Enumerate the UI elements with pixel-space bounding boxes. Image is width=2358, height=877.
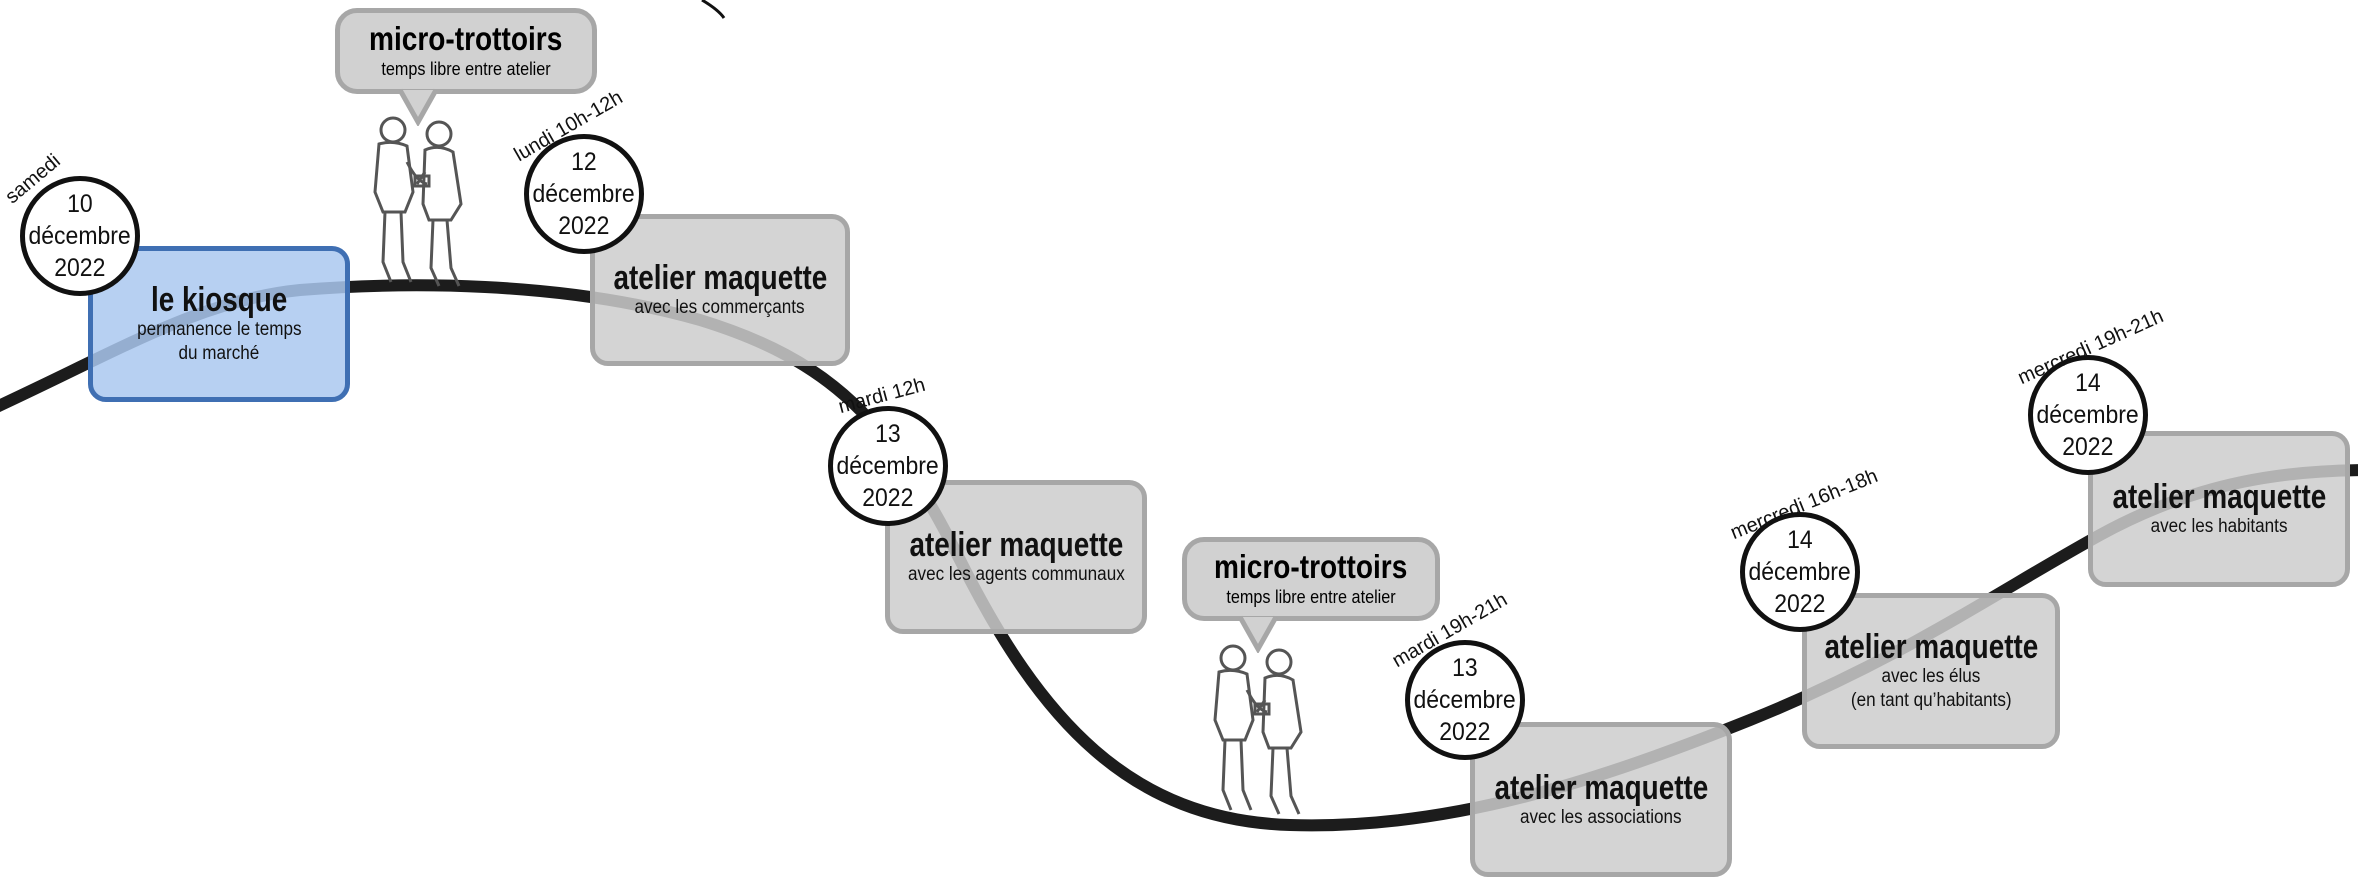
- date-month: décembre: [1748, 558, 1852, 586]
- date-month: décembre: [836, 452, 940, 480]
- bubble-title: micro-trottoirs: [1214, 548, 1408, 585]
- bubble-pointer: [398, 88, 438, 126]
- bubble-subtitle: temps libre entre atelier: [1226, 587, 1396, 607]
- date-year: 2022: [1439, 718, 1491, 746]
- date-month: décembre: [28, 222, 132, 250]
- event-title: atelier maquette: [909, 526, 1123, 564]
- date-day: 10: [67, 190, 93, 218]
- date-day: 14: [1787, 526, 1813, 554]
- date-day: 12: [571, 148, 597, 176]
- event-card-agents: atelier maquette avec les agents communa…: [885, 480, 1147, 634]
- event-subtitle: avec les élus: [1881, 666, 1981, 687]
- bubble-pointer: [1238, 615, 1278, 653]
- event-subtitle: avec les associations: [1520, 806, 1682, 828]
- event-subtitle: avec les commerçants: [634, 297, 806, 318]
- event-subtitle: avec les habitants: [2150, 516, 2288, 537]
- people-figure-icon: [1213, 644, 1303, 815]
- date-day: 13: [875, 420, 901, 448]
- event-card-elus: atelier maquette avec les élus (en tant …: [1802, 593, 2060, 749]
- event-card-habitants: atelier maquette avec les habitants: [2088, 431, 2350, 587]
- event-title: atelier maquette: [2112, 478, 2326, 516]
- date-circle: 10 décembre 2022: [20, 176, 140, 296]
- date-year: 2022: [558, 212, 610, 240]
- bubble-title: micro-trottoirs: [369, 20, 563, 57]
- date-circle: 13 décembre 2022: [828, 406, 948, 526]
- timeline-path: [0, 279, 2358, 832]
- event-title: le kiosque: [150, 281, 288, 319]
- event-subtitle: du marché: [178, 343, 260, 364]
- date-circle: 12 décembre 2022: [524, 134, 644, 254]
- event-title: atelier maquette: [1494, 768, 1708, 807]
- people-figure-icon: [373, 116, 463, 287]
- date-circle: 14 décembre 2022: [1740, 512, 1860, 632]
- event-card-commercants: atelier maquette avec les commerçants: [590, 214, 850, 366]
- event-card-associations: atelier maquette avec les associations: [1470, 722, 1732, 877]
- date-year: 2022: [1774, 590, 1826, 618]
- date-day: 13: [1452, 654, 1478, 682]
- date-month: décembre: [2036, 401, 2140, 429]
- event-card-kiosque: le kiosque permanence le temps du marché: [88, 246, 350, 402]
- date-month: décembre: [532, 180, 636, 208]
- event-subtitle: (en tant qu’habitants): [1850, 690, 2012, 711]
- date-year: 2022: [54, 254, 106, 282]
- event-subtitle: permanence le temps: [136, 319, 302, 340]
- date-circle: 13 décembre 2022: [1405, 640, 1525, 760]
- event-title: atelier maquette: [1824, 628, 2038, 666]
- date-year: 2022: [862, 484, 914, 512]
- date-circle: 14 décembre 2022: [2028, 355, 2148, 475]
- event-title: atelier maquette: [613, 259, 827, 297]
- date-day: 14: [2075, 369, 2101, 397]
- micro-trottoirs-bubble: micro-trottoirs temps libre entre atelie…: [1182, 537, 1440, 621]
- bubble-subtitle: temps libre entre atelier: [381, 59, 551, 79]
- date-year: 2022: [2062, 433, 2114, 461]
- decorative-arc: [701, 0, 726, 19]
- date-month: décembre: [1413, 686, 1517, 714]
- micro-trottoirs-bubble: micro-trottoirs temps libre entre atelie…: [335, 8, 597, 94]
- event-subtitle: avec les agents communaux: [907, 564, 1125, 585]
